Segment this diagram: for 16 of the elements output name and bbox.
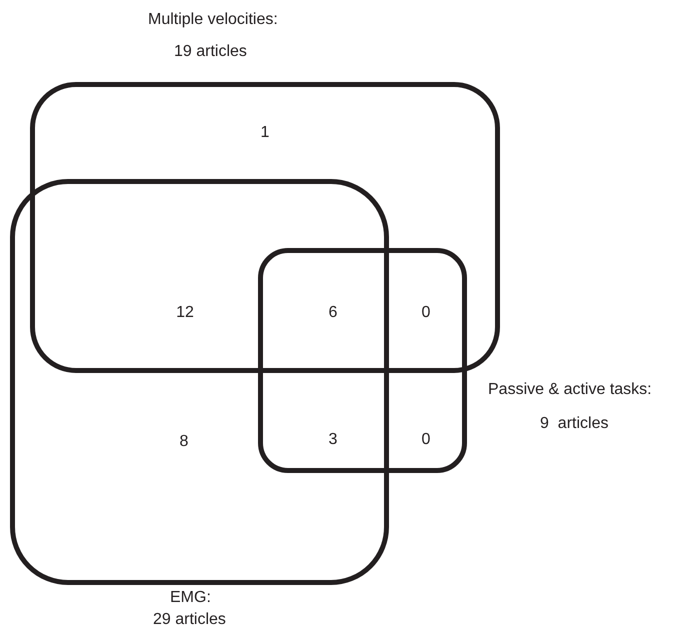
region-count: 12 xyxy=(176,303,194,323)
region-count: 6 xyxy=(328,303,338,323)
region-count: 8 xyxy=(180,432,188,452)
set-label: Multiple velocities: xyxy=(148,10,278,30)
region-count: 0 xyxy=(422,430,430,450)
set-label: EMG: xyxy=(170,588,211,608)
region-count: 3 xyxy=(328,430,338,450)
set-label: 19 articles xyxy=(174,42,247,62)
set-outline xyxy=(30,82,500,373)
set-outline xyxy=(258,248,467,473)
region-count: 1 xyxy=(260,123,270,143)
set-label: 9 articles xyxy=(540,414,608,434)
set-outline xyxy=(10,179,389,585)
set-label: 29 articles xyxy=(153,610,226,630)
set-label: Passive & active tasks: xyxy=(488,380,652,400)
region-count: 0 xyxy=(422,303,430,323)
